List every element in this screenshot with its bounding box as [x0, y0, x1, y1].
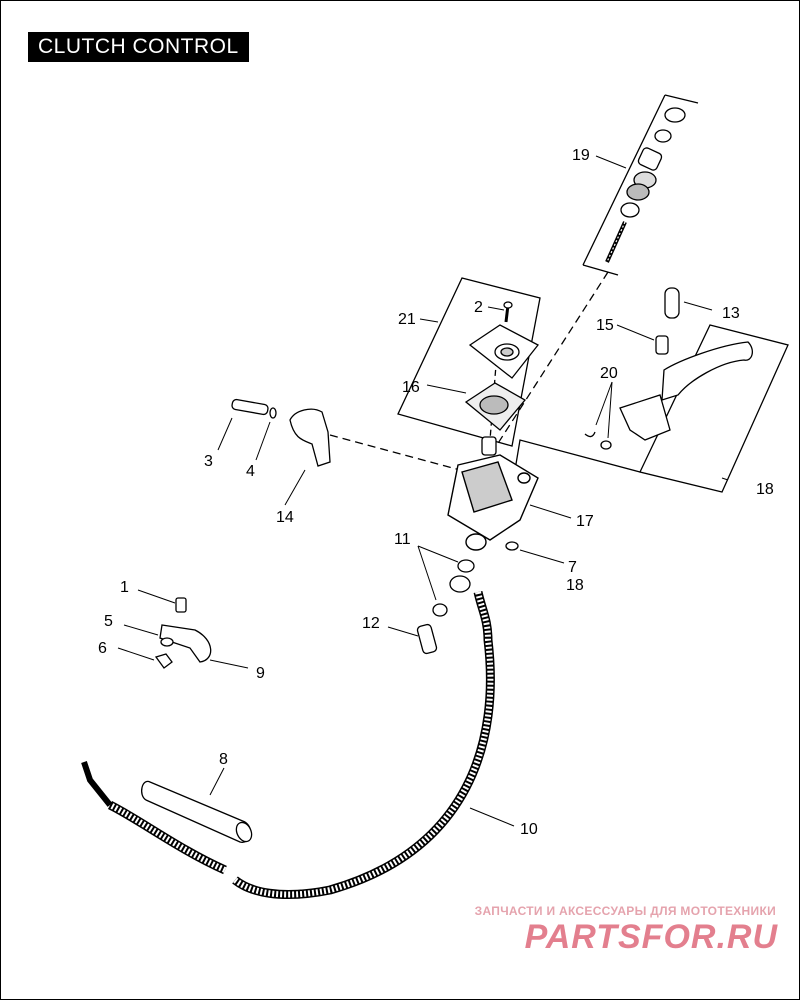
callout-2: 2 [474, 299, 483, 316]
callout-12: 12 [362, 615, 380, 632]
banjo-fittings [416, 541, 519, 655]
leader-lines [117, 155, 729, 827]
callout-6: 6 [98, 640, 107, 657]
callout-16: 16 [402, 379, 420, 396]
watermark-logo: PARTSFOR.RU [524, 918, 778, 956]
centerline-piston [485, 271, 609, 463]
watermark-tagline: ЗАПЧАСТИ И АКСЕССУАРЫ ДЛЯ МОТОТЕХНИКИ [474, 904, 776, 918]
callout-1: 1 [120, 579, 129, 596]
callout-18b: 18 [566, 577, 584, 594]
hose-clip-part [154, 597, 212, 669]
callout-3: 3 [204, 453, 213, 470]
centerline-clamp [329, 434, 461, 471]
callout-21: 21 [398, 311, 416, 328]
page-title: CLUTCH CONTROL [28, 32, 249, 62]
group-box-21 [397, 277, 541, 447]
callout-15: 15 [596, 317, 614, 334]
clutch-hose [81, 590, 495, 899]
callout-18a: 18 [756, 481, 774, 498]
clamp-part [231, 398, 331, 467]
reservoir-cover-part [464, 301, 539, 456]
group-box-19 [582, 94, 666, 266]
piston-kit-part [605, 107, 686, 263]
clutch-lever-part [584, 287, 754, 450]
callout-8: 8 [219, 751, 228, 768]
callout-20: 20 [600, 365, 618, 382]
callout-17: 17 [576, 513, 594, 530]
callout-10: 10 [520, 821, 538, 838]
hose-sleeve-part [140, 780, 253, 843]
callout-4: 4 [246, 463, 255, 480]
callout-13: 13 [722, 305, 740, 322]
callout-11: 11 [394, 531, 411, 548]
callout-14: 14 [276, 509, 294, 526]
callout-7: 7 [568, 559, 577, 576]
callout-5: 5 [104, 613, 113, 630]
master-cylinder-body [447, 454, 539, 551]
callout-19: 19 [572, 147, 590, 164]
callout-9: 9 [256, 665, 265, 682]
